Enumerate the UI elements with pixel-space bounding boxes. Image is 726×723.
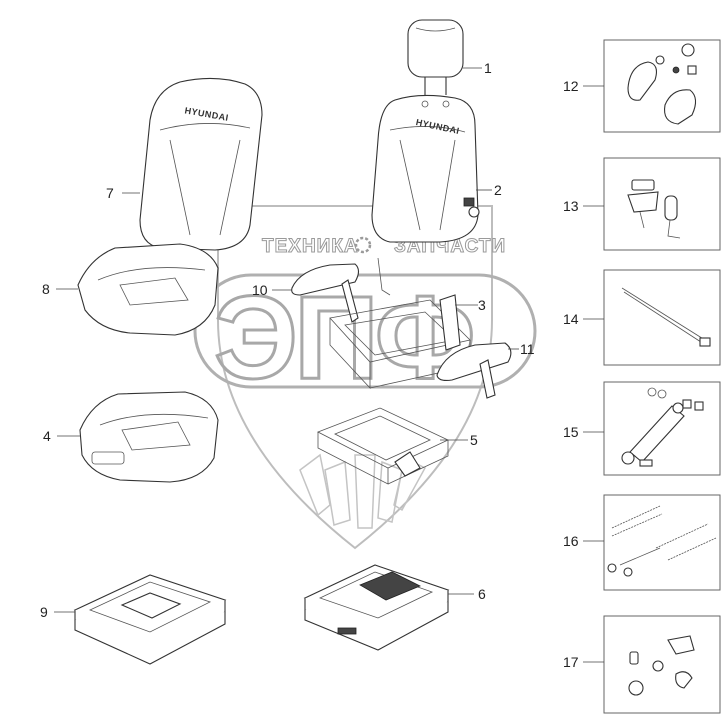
- callout-10: 10: [252, 282, 268, 298]
- part-1-headrest[interactable]: 1: [407, 19, 492, 95]
- callout-8: 8: [42, 281, 50, 297]
- callout-15: 15: [563, 424, 579, 440]
- part-17-hardware-kit[interactable]: 17: [563, 615, 721, 714]
- callout-17: 17: [563, 654, 579, 670]
- callout-9: 9: [40, 604, 48, 620]
- gear-icon: [354, 236, 372, 254]
- part-10-left-armrest[interactable]: 10: [252, 257, 391, 323]
- callout-12: 12: [563, 78, 579, 94]
- part-9-base-plate-set[interactable]: 9: [40, 574, 227, 665]
- part-4-seat-cushion[interactable]: 4: [43, 391, 219, 483]
- part-14-cable[interactable]: 14: [563, 269, 721, 366]
- callout-16: 16: [563, 533, 579, 549]
- part-15-shock-absorber-kit[interactable]: 15: [563, 381, 721, 476]
- callout-14: 14: [563, 311, 579, 327]
- part-8-seat-cushion-cover[interactable]: 8: [42, 243, 219, 336]
- watermark-band: [193, 273, 537, 389]
- part-12-knob-kit[interactable]: 12: [563, 39, 721, 133]
- callout-3: 3: [478, 297, 486, 313]
- part-11-right-armrest[interactable]: 11: [436, 341, 535, 399]
- callout-6: 6: [478, 586, 486, 602]
- callout-13: 13: [563, 198, 579, 214]
- callout-5: 5: [470, 432, 478, 448]
- part-13-seat-belt[interactable]: 13: [563, 157, 721, 251]
- callout-1: 1: [484, 60, 492, 76]
- part-5-suspension-frame[interactable]: 5: [317, 407, 478, 485]
- callout-2: 2: [494, 182, 502, 198]
- callout-11: 11: [520, 341, 535, 357]
- part-6-base-plate[interactable]: 6: [303, 564, 486, 651]
- callout-7: 7: [106, 185, 114, 201]
- callout-4: 4: [43, 428, 51, 444]
- part-16-spring-kit[interactable]: 16: [563, 494, 721, 591]
- part-2-backrest-cover[interactable]: HYUNDAI 2: [371, 94, 502, 243]
- part-7-backrest[interactable]: HYUNDAI 7: [106, 77, 263, 251]
- watermark-text-left: ТЕХНИКА: [262, 236, 359, 257]
